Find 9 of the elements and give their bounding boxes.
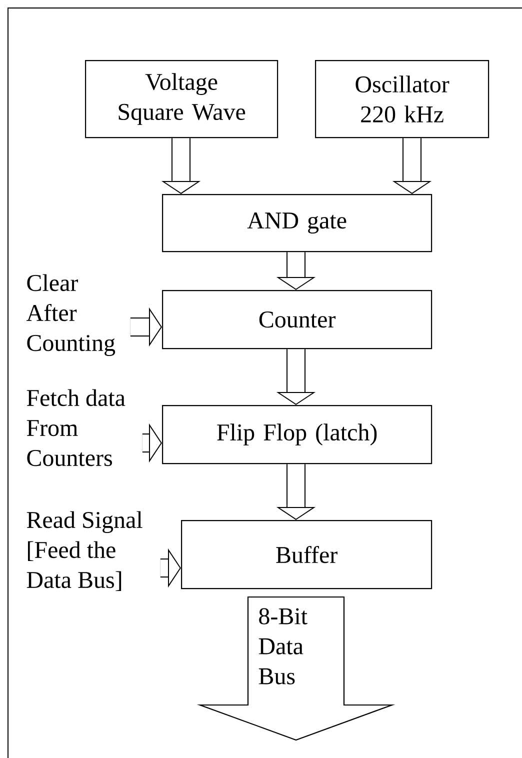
block-box: Counter [162, 290, 432, 350]
input-label: Clear After Counting [26, 274, 116, 356]
block-box: AND gate [162, 194, 432, 252]
block-box: Buffer [181, 520, 432, 590]
block-box: Oscillator 220 kHz [315, 60, 490, 138]
input-label: Fetch data From Counters [26, 389, 126, 466]
block-box: Flip Flop (latch) [162, 405, 432, 464]
block-box: Voltage Square Wave [85, 60, 278, 138]
input-label: Read Signal [Feed the Data Bus] [26, 511, 142, 592]
